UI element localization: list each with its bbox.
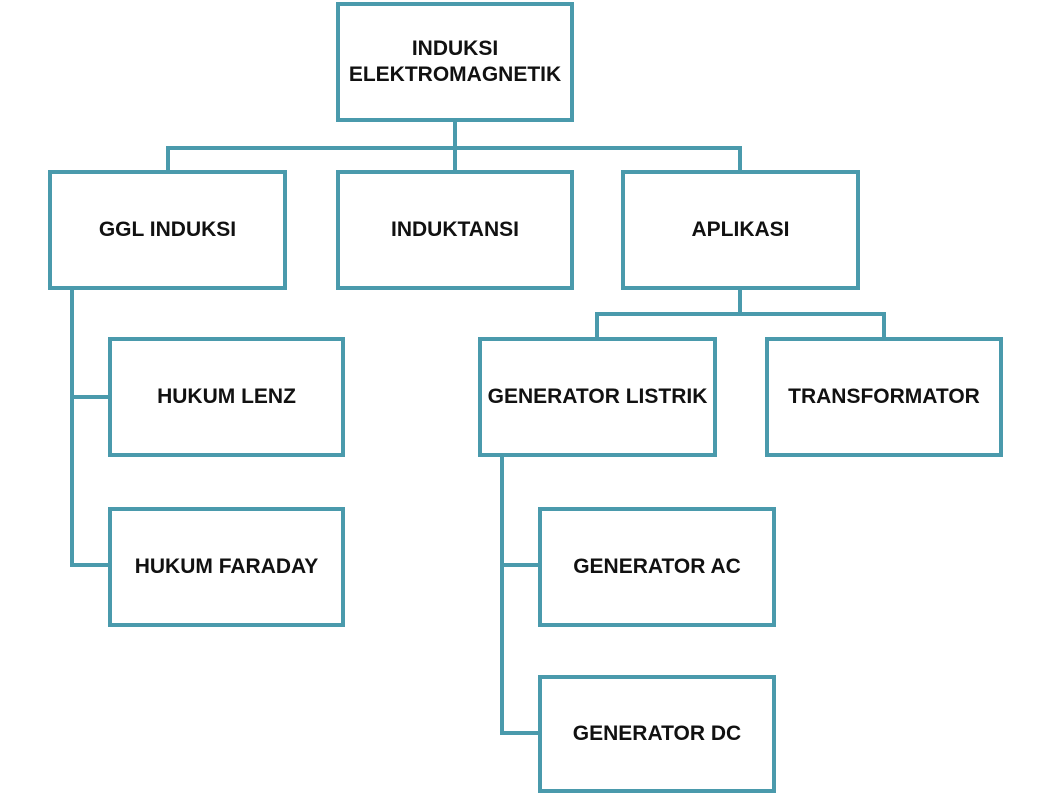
node-label: GENERATOR AC <box>573 554 741 578</box>
node-ggl-induksi[interactable]: GGL INDUKSI <box>48 170 287 290</box>
connector-stub-generator-dc <box>500 731 540 735</box>
connector-ggl-hanging-stem <box>70 288 74 567</box>
connector-generator-hanging-stem <box>500 455 504 735</box>
node-generator-ac[interactable]: GENERATOR AC <box>538 507 776 627</box>
connector-stub-hukum-lenz <box>70 395 110 399</box>
node-label: INDUKTANSI <box>391 217 519 241</box>
node-label: GGL INDUKSI <box>98 217 237 241</box>
node-label: INDUKSI ELEKTROMAGNETIK <box>348 36 562 86</box>
node-label: HUKUM LENZ <box>157 384 296 408</box>
connector-drop-ggl-induksi <box>166 146 170 172</box>
node-label: APLIKASI <box>691 217 790 241</box>
node-induksi-elektromagnetik[interactable]: INDUKSI ELEKTROMAGNETIK <box>336 2 574 122</box>
connector-drop-transformator <box>882 312 886 339</box>
node-label: TRANSFORMATOR <box>788 384 980 408</box>
node-label: GENERATOR LISTRIK <box>487 384 708 408</box>
node-generator-listrik[interactable]: GENERATOR LISTRIK <box>478 337 717 457</box>
node-hukum-lenz[interactable]: HUKUM LENZ <box>108 337 345 457</box>
node-aplikasi[interactable]: APLIKASI <box>621 170 860 290</box>
connector-level3-bus <box>595 312 886 316</box>
connector-drop-induktansi <box>453 146 457 172</box>
node-transformator[interactable]: TRANSFORMATOR <box>765 337 1003 457</box>
node-label: GENERATOR DC <box>572 721 742 745</box>
connector-stub-generator-ac <box>500 563 540 567</box>
connector-drop-aplikasi <box>738 146 742 172</box>
connector-stub-hukum-faraday <box>70 563 110 567</box>
node-label: HUKUM FARADAY <box>134 554 319 578</box>
node-generator-dc[interactable]: GENERATOR DC <box>538 675 776 793</box>
connector-root-stem <box>453 122 457 150</box>
node-induktansi[interactable]: INDUKTANSI <box>336 170 574 290</box>
connector-aplikasi-stem <box>738 288 742 316</box>
node-hukum-faraday[interactable]: HUKUM FARADAY <box>108 507 345 627</box>
connector-drop-generator-listrik <box>595 312 599 339</box>
